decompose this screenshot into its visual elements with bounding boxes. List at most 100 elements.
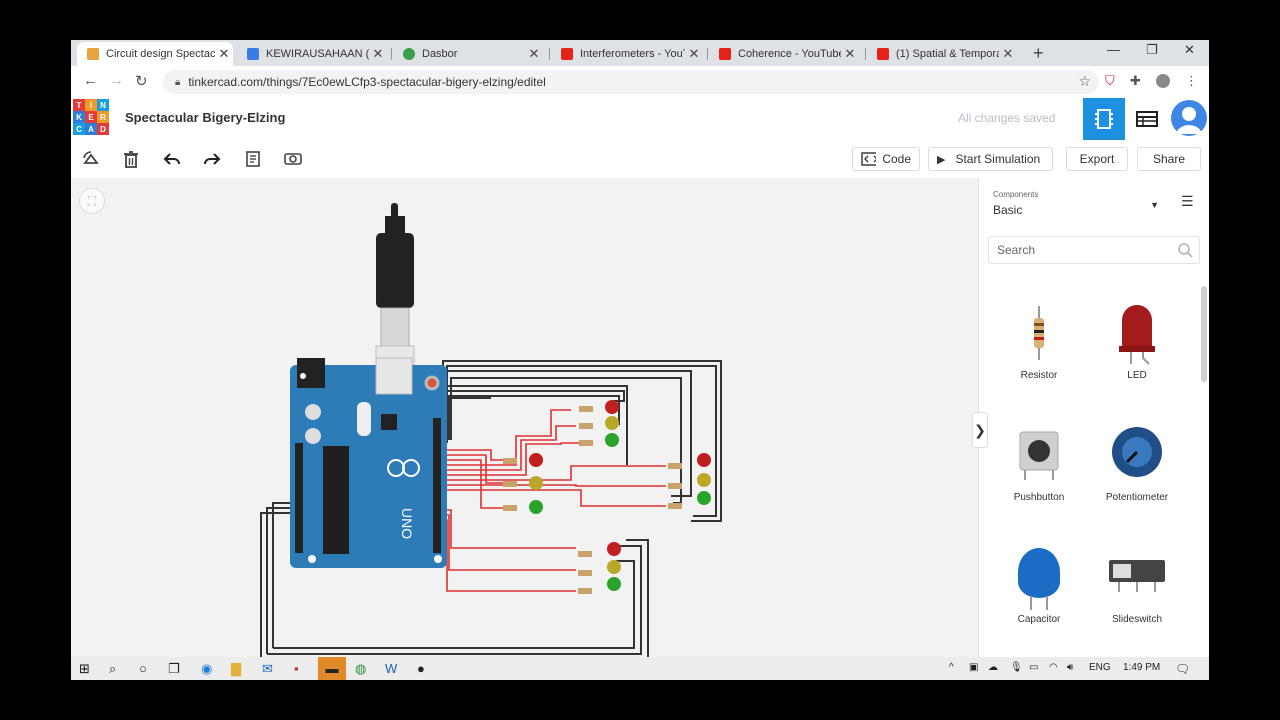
project-title[interactable]: Spectacular Bigery-Elzing [125,110,286,125]
component-slideswitch[interactable]: Slideswitch [1091,542,1183,625]
maximize-button[interactable]: ❐ [1146,42,1158,57]
youtube-favicon-icon [719,48,731,60]
user-avatar[interactable] [1171,100,1207,136]
panel-scrollbar[interactable] [1201,286,1207,382]
chip-icon [1095,109,1113,129]
url-text: tinkercad.com/things/7Ec0ewLCfp3-spectac… [188,75,546,89]
file-explorer-icon[interactable]: ▇ [231,661,241,676]
tab-title: Dasbor [422,48,458,60]
screen: Circuit design Spectacular Bigery-Elzing… [71,40,1209,680]
editor-toolbar: Code ▶ Start Simulation Export Share [71,140,1209,179]
youtube-favicon-icon [561,48,573,60]
workplane-canvas[interactable]: ⛶ [71,178,978,657]
redo-icon[interactable] [202,149,222,169]
minimize-button[interactable]: — [1107,42,1120,57]
save-status: All changes saved [958,111,1056,125]
search-icon[interactable]: ⌕ [109,661,117,676]
tab-title: KEWIRAUSAHAAN (A) Pert [266,48,369,60]
led-icon [1119,305,1155,365]
new-tab-button[interactable]: + [1033,43,1044,63]
chevron-up-icon[interactable]: ^ [949,662,954,673]
wifi-icon[interactable]: ◠ [1049,662,1058,673]
tab-spatial-coherence[interactable]: (1) Spatial & Temporal Coherence ✕ [867,42,1017,66]
close-tab-icon[interactable]: ✕ [688,46,700,61]
led-group-top [579,400,619,447]
tab-tinkercad[interactable]: Circuit design Spectacular Bigery-Elzing… [77,42,233,66]
component-potentiometer[interactable]: Potentiometer [1091,420,1183,503]
component-capacitor[interactable]: Capacitor [993,542,1085,625]
undo-icon[interactable] [162,149,182,169]
clock[interactable]: 1:49 PM [1123,662,1161,673]
component-resistor[interactable]: Resistor [993,298,1085,381]
search-icon [1178,243,1193,258]
volume-icon[interactable]: 🔊︎ [1067,662,1074,673]
obs-icon[interactable]: ● [417,661,425,676]
svg-text:UNO: UNO [399,508,415,539]
tray-app-icon[interactable]: ▣ [969,662,979,673]
sticky-notes-icon[interactable]: ▬ [318,657,346,680]
chrome-icon[interactable]: ◍ [355,661,367,676]
close-tab-icon[interactable]: ✕ [844,46,856,61]
list-view-icon[interactable]: ☰ [1181,193,1194,209]
tinkercad-favicon-icon [87,48,99,60]
tab-coherence[interactable]: Coherence - YouTube ✕ [709,42,859,66]
led-group-middle [503,453,543,514]
schematic-view-button[interactable] [1129,106,1165,132]
forward-arrow-icon[interactable]: → [109,72,124,89]
battery-icon[interactable]: ▭ [1029,662,1039,673]
close-tab-icon[interactable]: ✕ [1002,46,1014,61]
extension-shield-icon[interactable]: ⛉ [1105,73,1115,88]
close-tab-icon[interactable]: ✕ [372,46,384,61]
start-simulation-button[interactable]: ▶ Start Simulation [928,147,1053,171]
language-indicator[interactable]: ENG [1089,662,1111,673]
share-button[interactable]: Share [1137,147,1201,171]
close-tab-icon[interactable]: ✕ [528,46,540,61]
arduino-uno-board: UNO [290,357,447,568]
edge-icon[interactable]: ◉ [201,661,213,676]
visibility-eye-icon[interactable] [283,149,303,169]
notes-icon[interactable] [243,149,263,169]
component-led[interactable]: LED [1091,298,1183,381]
potentiometer-icon [1112,427,1162,477]
close-tab-icon[interactable]: ✕ [218,46,230,61]
cloud-icon[interactable]: ☁ [988,662,998,673]
tinkercad-logo[interactable]: T I N K E R C A D [73,99,109,135]
notification-icon[interactable]: 🗨︎ [1175,662,1191,676]
task-view-icon[interactable]: ❐ [168,661,180,676]
mail-icon[interactable]: ✉ [262,661,273,676]
microphone-icon[interactable]: 🎙︎ [1010,662,1023,673]
components-panel: ❯ Components Basic ▼ ☰ Resistor LED Push… [972,178,1209,657]
collapse-panel-chevron-icon[interactable]: ❯ [972,412,988,448]
windows-start-icon[interactable]: ⊞ [79,661,90,676]
cortana-icon[interactable]: ○ [139,661,147,676]
address-bar[interactable]: 🔒︎ tinkercad.com/things/7Ec0ewLCfp3-spec… [163,70,1099,94]
browser-menu-icon[interactable]: ⋮ [1185,73,1198,88]
export-button[interactable]: Export [1066,147,1128,171]
component-search-input[interactable] [988,236,1200,264]
capacitor-icon [1018,548,1060,610]
word-icon[interactable]: W [385,661,398,676]
bookmark-star-icon[interactable]: ☆ [1078,73,1091,89]
extensions-puzzle-icon[interactable]: ✚ [1130,73,1141,88]
rotate-icon[interactable] [81,149,101,169]
circuit-view-button[interactable] [1083,98,1125,140]
close-window-button[interactable]: ✕ [1184,42,1195,57]
trash-icon[interactable] [121,149,141,169]
tab-interferometers[interactable]: Interferometers - YouTube ✕ [551,42,703,66]
tab-title: Interferometers - YouTube [580,48,685,60]
reload-icon[interactable]: ↻ [135,73,148,90]
tinkercad-header: T I N K E R C A D Spectacular Bigery-Elz… [71,98,1209,141]
code-button[interactable]: Code [852,147,920,171]
lock-icon: 🔒︎ [175,76,181,88]
tab-dasbor[interactable]: Dasbor ✕ [393,42,543,66]
browser-tab-strip: Circuit design Spectacular Bigery-Elzing… [71,40,1209,66]
component-pushbutton[interactable]: Pushbutton [993,420,1085,503]
slideswitch-icon [1109,560,1165,592]
back-arrow-icon[interactable]: ← [83,72,98,89]
profile-avatar[interactable] [1156,74,1170,88]
browser-nav-bar: ← → ↻ 🔒︎ tinkercad.com/things/7Ec0ewLCfp… [71,66,1209,99]
tab-kewirausahaan[interactable]: KEWIRAUSAHAAN (A) Pert ✕ [237,42,387,66]
components-dropdown[interactable]: Components Basic ▼ [993,190,1159,217]
store-icon[interactable]: ▪ [294,661,299,676]
fit-view-button[interactable]: ⛶ [79,188,105,214]
